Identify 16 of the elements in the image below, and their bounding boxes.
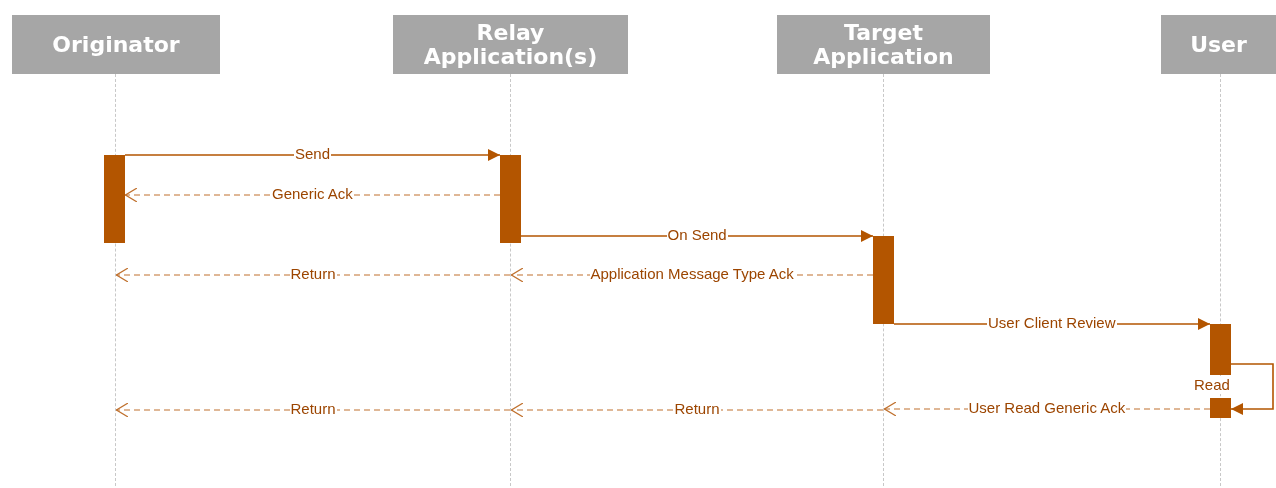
participant-header: Relay Application(s) (393, 15, 628, 74)
message-label: Application Message Type Ack (589, 265, 795, 283)
activation-bar (500, 155, 521, 243)
message-arrow (124, 149, 501, 161)
activation-bar (1210, 398, 1231, 418)
participant-header: Originator (12, 15, 220, 74)
message-arrow (115, 402, 511, 418)
activation-bar (1210, 324, 1231, 375)
activation-bar (873, 236, 894, 324)
participant-header: User (1161, 15, 1276, 74)
message-arrow (510, 402, 884, 418)
message-arrow (1230, 363, 1274, 415)
message-arrow (115, 267, 511, 283)
message-label: Read (1193, 375, 1231, 394)
activation-bar (104, 155, 125, 243)
participant-header: Target Application (777, 15, 990, 74)
